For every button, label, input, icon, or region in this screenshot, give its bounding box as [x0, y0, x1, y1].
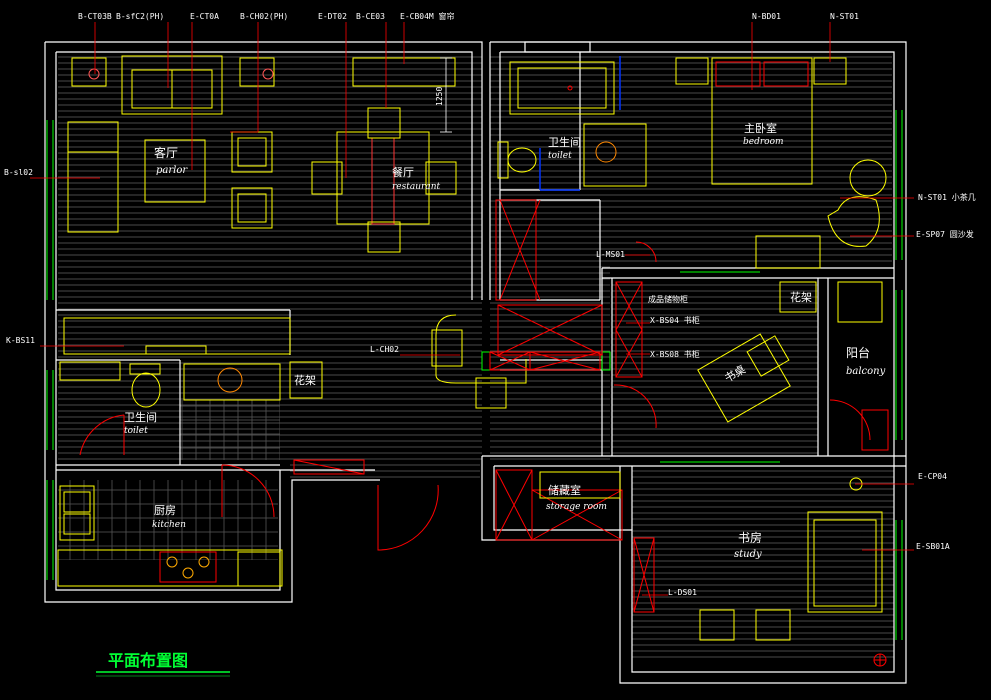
tag-ce03: B-CE03 — [356, 12, 385, 21]
tag-dt02: E-DT02 — [318, 12, 347, 21]
bath-kitchen-furniture — [57, 361, 365, 587]
tag-st01: N-ST01 — [830, 12, 859, 21]
room-kitchen-en: kitchen — [152, 520, 186, 530]
room-toilet2-en: toilet — [548, 151, 572, 161]
bedroom-furniture — [497, 57, 887, 323]
tag-sp07: E-SP07 圆沙发 — [916, 229, 974, 239]
dimension-line — [440, 57, 452, 133]
doors — [79, 199, 871, 613]
room-living-en: parlor — [156, 165, 188, 176]
room-bath1-en: toilet — [124, 426, 148, 436]
dimension-label: 1250 — [435, 87, 444, 106]
tag-cb04m: E-CB04M 窗帘 — [400, 11, 455, 21]
room-storage-cn: 储藏室 — [548, 483, 581, 497]
label-flower-rack-2: 花架 — [790, 291, 812, 304]
tag-sb01a: E-SB01A — [916, 542, 950, 551]
tag-ct0a: E-CT0A — [190, 12, 219, 21]
tag-bs04: X-BS04 书柜 — [650, 315, 700, 325]
room-balcony-en: balcony — [846, 366, 886, 377]
room-balcony-cn: 阳台 — [846, 345, 870, 360]
tag-bs08: X-BS08 书柜 — [650, 349, 700, 359]
tag-ms01: L-MS01 — [596, 250, 625, 259]
tag-cp04: E-CP04 — [918, 472, 947, 481]
side-tags: B-sl02 K-BS11 L-CH02 L-MS01 成品储物柜 X-BS04… — [4, 168, 976, 597]
room-living-cn: 客厅 — [154, 145, 178, 160]
room-study-cn: 书房 — [738, 530, 762, 545]
leader-lines — [30, 22, 914, 596]
windows — [46, 110, 903, 640]
walls — [44, 41, 907, 684]
tag-sfc2: B-sfC2(PH) — [116, 12, 164, 21]
blue-partitions — [539, 56, 621, 191]
drawing-title: 平面布置图 — [108, 651, 188, 670]
tag-bs11: K-BS11 — [6, 336, 35, 345]
label-flower-rack-1: 花架 — [294, 374, 316, 387]
tag-ch02-door: L-CH02 — [370, 345, 399, 354]
tag-sl02: B-sl02 — [4, 168, 33, 177]
tag-st01-tea: N-ST01 小茶几 — [918, 192, 976, 202]
room-dining-en: restaurant — [392, 182, 440, 192]
room-dining-cn: 餐厅 — [392, 165, 414, 179]
compass-icon — [873, 653, 887, 667]
floor-hatching — [58, 54, 894, 660]
living-furniture — [63, 55, 291, 355]
room-study-en: study — [734, 549, 762, 560]
room-storage-en: storage room — [546, 502, 607, 512]
room-toilet2-cn: 卫生间 — [548, 135, 581, 149]
room-master-cn: 主卧室 — [744, 121, 777, 135]
room-kitchen-cn: 厨房 — [154, 504, 176, 517]
tag-ch02: B-CH02(PH) — [240, 12, 288, 21]
tag-ds01: L-DS01 — [668, 588, 697, 597]
tag-ct03b: B-CT03B — [78, 12, 112, 21]
study-furniture — [539, 333, 889, 641]
tag-bookcase-note: 成品储物柜 — [648, 294, 688, 304]
room-bath1-cn: 卫生间 — [124, 410, 157, 424]
tag-bd01: N-BD01 — [752, 12, 781, 21]
top-tags: B-CT03B B-sfC2(PH) E-CT0A B-CH02(PH) E-D… — [78, 11, 859, 21]
room-master-en: bedroom — [743, 137, 784, 147]
